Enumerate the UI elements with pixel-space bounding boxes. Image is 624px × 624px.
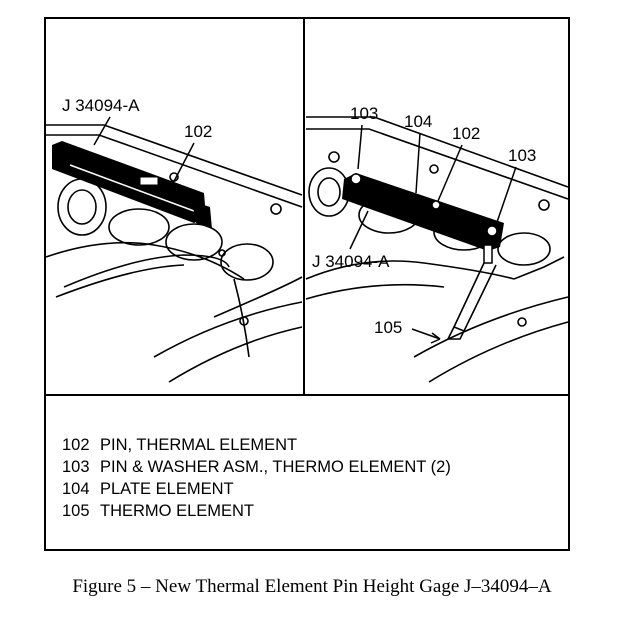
left-manifold-edge	[46, 124, 303, 196]
legend-number: 102	[62, 436, 90, 454]
left-flange-edge	[153, 301, 303, 358]
thermo-element-tip	[446, 326, 465, 340]
right-bolt-hole	[538, 199, 550, 211]
right-gage-post	[483, 244, 493, 264]
parts-legend: 102 PIN, THERMAL ELEMENT 103 PIN & WASHER …	[62, 434, 451, 522]
right-body-contour	[305, 283, 445, 300]
right-leader-thermo-arrow	[430, 332, 441, 344]
left-flange-edge	[168, 326, 303, 383]
right-label-plate: 104	[404, 112, 432, 131]
right-leader-tool	[349, 210, 369, 250]
left-panel	[45, 124, 303, 383]
right-flange-edge	[413, 296, 569, 358]
left-port	[220, 243, 274, 281]
left-leader-pin	[169, 142, 195, 190]
left-port	[57, 178, 107, 236]
right-washer-pin-right	[486, 225, 498, 237]
thermo-element-strip	[452, 262, 497, 333]
left-label-pin: 102	[184, 122, 212, 141]
right-washer-pin-left	[350, 173, 362, 185]
right-thermal-pin	[431, 200, 441, 210]
left-port-inner	[67, 189, 97, 225]
legend-row: 104 PLATE ELEMENT	[62, 478, 451, 500]
right-leader-pin	[437, 144, 463, 202]
figure-caption: Figure 5 – New Thermal Element Pin Heigh…	[72, 576, 552, 597]
right-label-tool: J 34094-A	[312, 252, 390, 271]
legend-number: 104	[62, 480, 90, 498]
legend-row: 105 THERMO ELEMENT	[62, 500, 451, 522]
right-leader-washer-left	[357, 124, 363, 170]
left-rod-edge	[55, 264, 185, 298]
legend-number: 103	[62, 458, 90, 476]
right-body-contour	[513, 256, 565, 280]
left-gage-bar	[52, 141, 206, 223]
right-bolt-hole	[517, 317, 527, 327]
right-bolt-hole	[328, 151, 340, 163]
left-label-tool: J 34094-A	[62, 96, 140, 115]
left-bolt-hole	[239, 316, 249, 326]
figure-frame	[44, 17, 570, 551]
figure-illustration: J 34094-A 102 103 104 102 103	[45, 19, 569, 396]
left-port	[108, 208, 170, 246]
legend-text: THERMO ELEMENT	[100, 502, 255, 520]
legend-text: PLATE ELEMENT	[100, 480, 234, 498]
left-gage-slot	[139, 176, 159, 186]
right-label-pin: 102	[452, 124, 480, 143]
legend-row: 102 PIN, THERMAL ELEMENT	[62, 434, 451, 456]
right-port	[497, 232, 551, 266]
right-label-thermo: 105	[374, 318, 402, 337]
right-manifold-edge	[306, 116, 569, 188]
legend-text: PIN, THERMAL ELEMENT	[100, 436, 298, 454]
right-port-inner	[317, 177, 341, 207]
left-rod	[63, 254, 230, 288]
right-body-contour	[305, 260, 515, 280]
right-label-washer-left: 103	[350, 104, 378, 123]
left-leader-tool	[93, 116, 111, 146]
legend-text: PIN & WASHER ASM., THERMO ELEMENT (2)	[100, 458, 451, 476]
right-gage-plate	[342, 173, 504, 264]
right-bolt-hole	[429, 164, 439, 174]
left-gage-foot	[192, 201, 212, 229]
right-leader-washer-right	[495, 166, 517, 226]
right-leader-thermo	[411, 328, 441, 340]
legend-row: 103 PIN & WASHER ASM., THERMO ELEMENT (2)	[62, 456, 451, 478]
right-leader-plate	[415, 132, 421, 194]
left-port	[165, 223, 223, 261]
right-plate-body	[342, 173, 504, 251]
left-gage-tool	[52, 141, 212, 229]
left-bolt-hole	[218, 249, 226, 257]
left-body-contour	[45, 241, 245, 280]
legend-number: 105	[62, 502, 90, 520]
left-bolt-hole	[270, 203, 282, 215]
left-gage-highlight	[69, 164, 195, 212]
left-body-contour	[213, 276, 303, 318]
right-manifold-edge-inner	[306, 128, 569, 200]
right-label-washer-right: 103	[508, 146, 536, 165]
right-thermo-element	[446, 262, 497, 340]
right-flange-edge	[428, 321, 569, 383]
